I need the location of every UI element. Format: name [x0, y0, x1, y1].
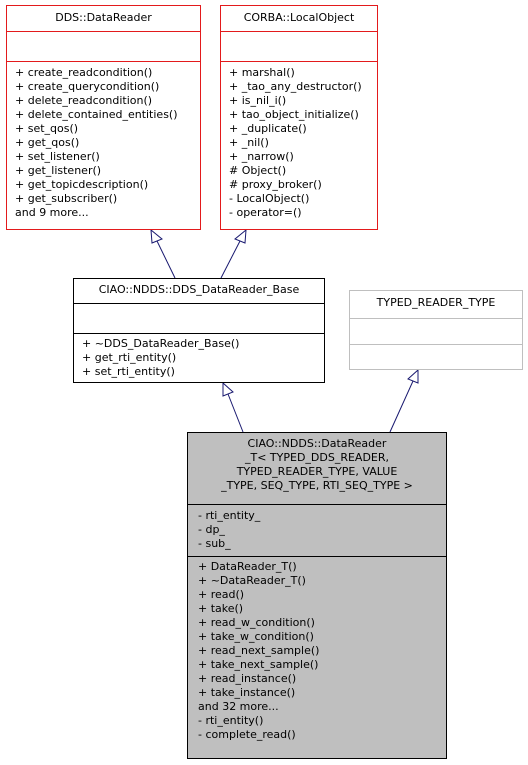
edge-t-to-typed	[389, 380, 414, 433]
class-title-line: CIAO::NDDS::DataReader	[247, 437, 387, 450]
class-corba-localobject[interactable]: CORBA::LocalObject + marshal() + _tao_an…	[220, 5, 378, 230]
more-operations: and 32 more...	[198, 700, 279, 713]
operations-section: + marshal() + _tao_any_destructor() + is…	[221, 61, 377, 229]
operation: + read_next_sample()	[198, 644, 320, 657]
edge-arrowhead	[234, 228, 247, 244]
class-datareader-t[interactable]: CIAO::NDDS::DataReader _T< TYPED_DDS_REA…	[187, 432, 447, 759]
operation: + delete_readcondition()	[15, 94, 153, 107]
operation: + set_listener()	[15, 150, 100, 163]
attributes-section: - rti_entity_ - dp_ - sub_	[188, 504, 446, 556]
operation: - rti_entity()	[198, 714, 264, 727]
operation: + ~DataReader_T()	[198, 574, 306, 587]
edge-arrowhead	[150, 228, 163, 244]
attributes-section	[74, 303, 324, 333]
operation: + take_w_condition()	[198, 630, 314, 643]
class-title-line: _T< TYPED_DDS_READER,	[244, 451, 390, 464]
attributes-section	[350, 318, 522, 344]
operations-section: + DataReader_T() + ~DataReader_T() + rea…	[188, 556, 446, 758]
edge-base-to-datareader	[156, 240, 176, 279]
operation: + take_next_sample()	[198, 658, 319, 671]
operation: + get_qos()	[15, 136, 80, 149]
class-title-line: _TYPE, SEQ_TYPE, RTI_SEQ_TYPE >	[221, 479, 413, 492]
edge-base-to-localobject	[220, 240, 241, 279]
edge-arrowhead	[407, 368, 419, 384]
operation: # proxy_broker()	[229, 178, 322, 191]
operation: + get_subscriber()	[15, 192, 118, 205]
operation: + _duplicate()	[229, 122, 307, 135]
operation: + set_rti_entity()	[82, 365, 175, 378]
operation: + read()	[198, 588, 245, 601]
operation: + _tao_any_destructor()	[229, 80, 362, 93]
attribute: - dp_	[198, 523, 225, 536]
edge-t-to-base	[227, 393, 244, 433]
attribute: - sub_	[198, 537, 231, 550]
operation: + ~DDS_DataReader_Base()	[82, 337, 240, 350]
operation: + create_readcondition()	[15, 66, 153, 79]
attributes-section	[221, 31, 377, 61]
edge-arrowhead	[222, 381, 234, 397]
operation: + read_instance()	[198, 672, 297, 685]
operation: + get_rti_entity()	[82, 351, 177, 364]
class-title: TYPED_READER_TYPE	[376, 296, 496, 309]
operation: + DataReader_T()	[198, 560, 297, 573]
operation: + take()	[198, 602, 244, 615]
operation: - operator=()	[229, 206, 302, 219]
operation: + marshal()	[229, 66, 295, 79]
attribute: - rti_entity_	[198, 509, 261, 522]
class-title: DDS::DataReader	[55, 11, 152, 24]
operation: + read_w_condition()	[198, 616, 315, 629]
operation: + _nil()	[229, 136, 269, 149]
operation: - complete_read()	[198, 728, 296, 741]
more-operations: and 9 more...	[15, 206, 89, 219]
operation: + tao_object_initialize()	[229, 108, 359, 121]
operation: # Object()	[229, 164, 287, 177]
operation: + is_nil_i()	[229, 94, 287, 107]
operation: + take_instance()	[198, 686, 296, 699]
operation: + get_topicdescription()	[15, 178, 149, 191]
class-typed-reader-type[interactable]: TYPED_READER_TYPE	[349, 290, 523, 370]
operation: + get_listener()	[15, 164, 102, 177]
class-dds-datareader-base[interactable]: CIAO::NDDS::DDS_DataReader_Base + ~DDS_D…	[73, 278, 325, 383]
operation: - LocalObject()	[229, 192, 310, 205]
class-title: CORBA::LocalObject	[243, 11, 355, 24]
operation: + create_querycondition()	[15, 80, 160, 93]
class-title-line: TYPED_READER_TYPE, VALUE	[236, 465, 398, 478]
class-title: CIAO::NDDS::DDS_DataReader_Base	[98, 283, 300, 296]
operation: + _narrow()	[229, 150, 294, 163]
operations-section: + ~DDS_DataReader_Base() + get_rti_entit…	[74, 333, 324, 382]
operations-section	[350, 344, 522, 369]
operation: + delete_contained_entities()	[15, 108, 178, 121]
class-dds-datareader[interactable]: DDS::DataReader + create_readcondition()…	[6, 5, 201, 230]
operations-section: + create_readcondition() + create_queryc…	[7, 61, 200, 229]
operation: + set_qos()	[15, 122, 79, 135]
attributes-section	[7, 31, 200, 61]
